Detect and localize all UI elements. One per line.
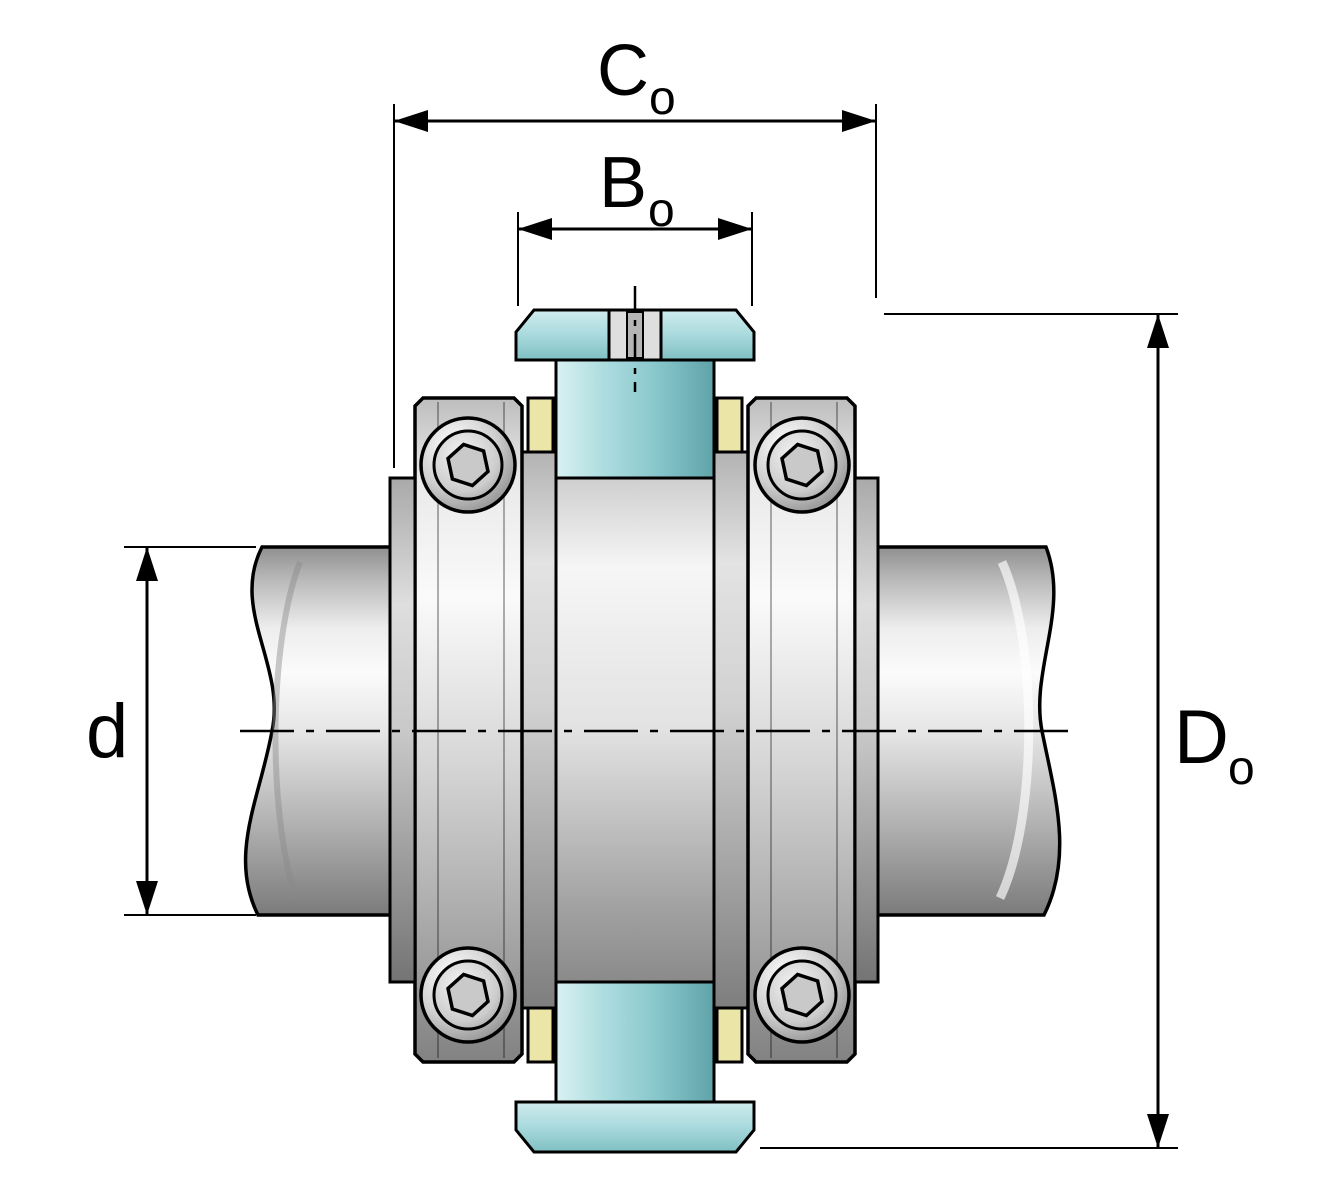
lubricator-block-top <box>554 358 716 482</box>
label-d: d <box>86 689 128 774</box>
arrowhead-bottom <box>1147 1114 1169 1148</box>
socket-screw-top-left <box>419 416 517 514</box>
seal-bottom-left <box>526 1006 555 1064</box>
label-co-sub: o <box>649 72 676 125</box>
socket-screw-bottom-right <box>753 946 851 1044</box>
label-co: C <box>597 31 649 111</box>
arrowhead-left <box>394 110 428 132</box>
dimension-do: D o <box>760 313 1255 1149</box>
label-bo: B <box>599 143 647 223</box>
seal-top-right <box>715 396 744 454</box>
arrowhead-right <box>718 218 752 240</box>
arrowhead-top <box>1147 314 1169 348</box>
socket-screw-bottom-left <box>419 946 517 1044</box>
socket-screw-top-right <box>753 416 851 514</box>
seal-bottom-right <box>715 1006 744 1064</box>
dimension-bo: B o <box>517 143 753 306</box>
dimension-d: d <box>86 546 256 916</box>
lubricator-cap-bottom <box>514 1100 756 1154</box>
label-bo-sub: o <box>648 184 675 237</box>
lubricator-block-bottom <box>554 980 716 1104</box>
dimension-co: C o <box>393 31 877 468</box>
seal-top-left <box>526 396 555 454</box>
arrowhead-bottom <box>136 881 158 915</box>
label-do: D <box>1174 695 1229 780</box>
label-do-sub: o <box>1228 742 1255 795</box>
arrowhead-top <box>136 547 158 581</box>
arrowhead-right <box>842 110 876 132</box>
arrowhead-left <box>518 218 552 240</box>
